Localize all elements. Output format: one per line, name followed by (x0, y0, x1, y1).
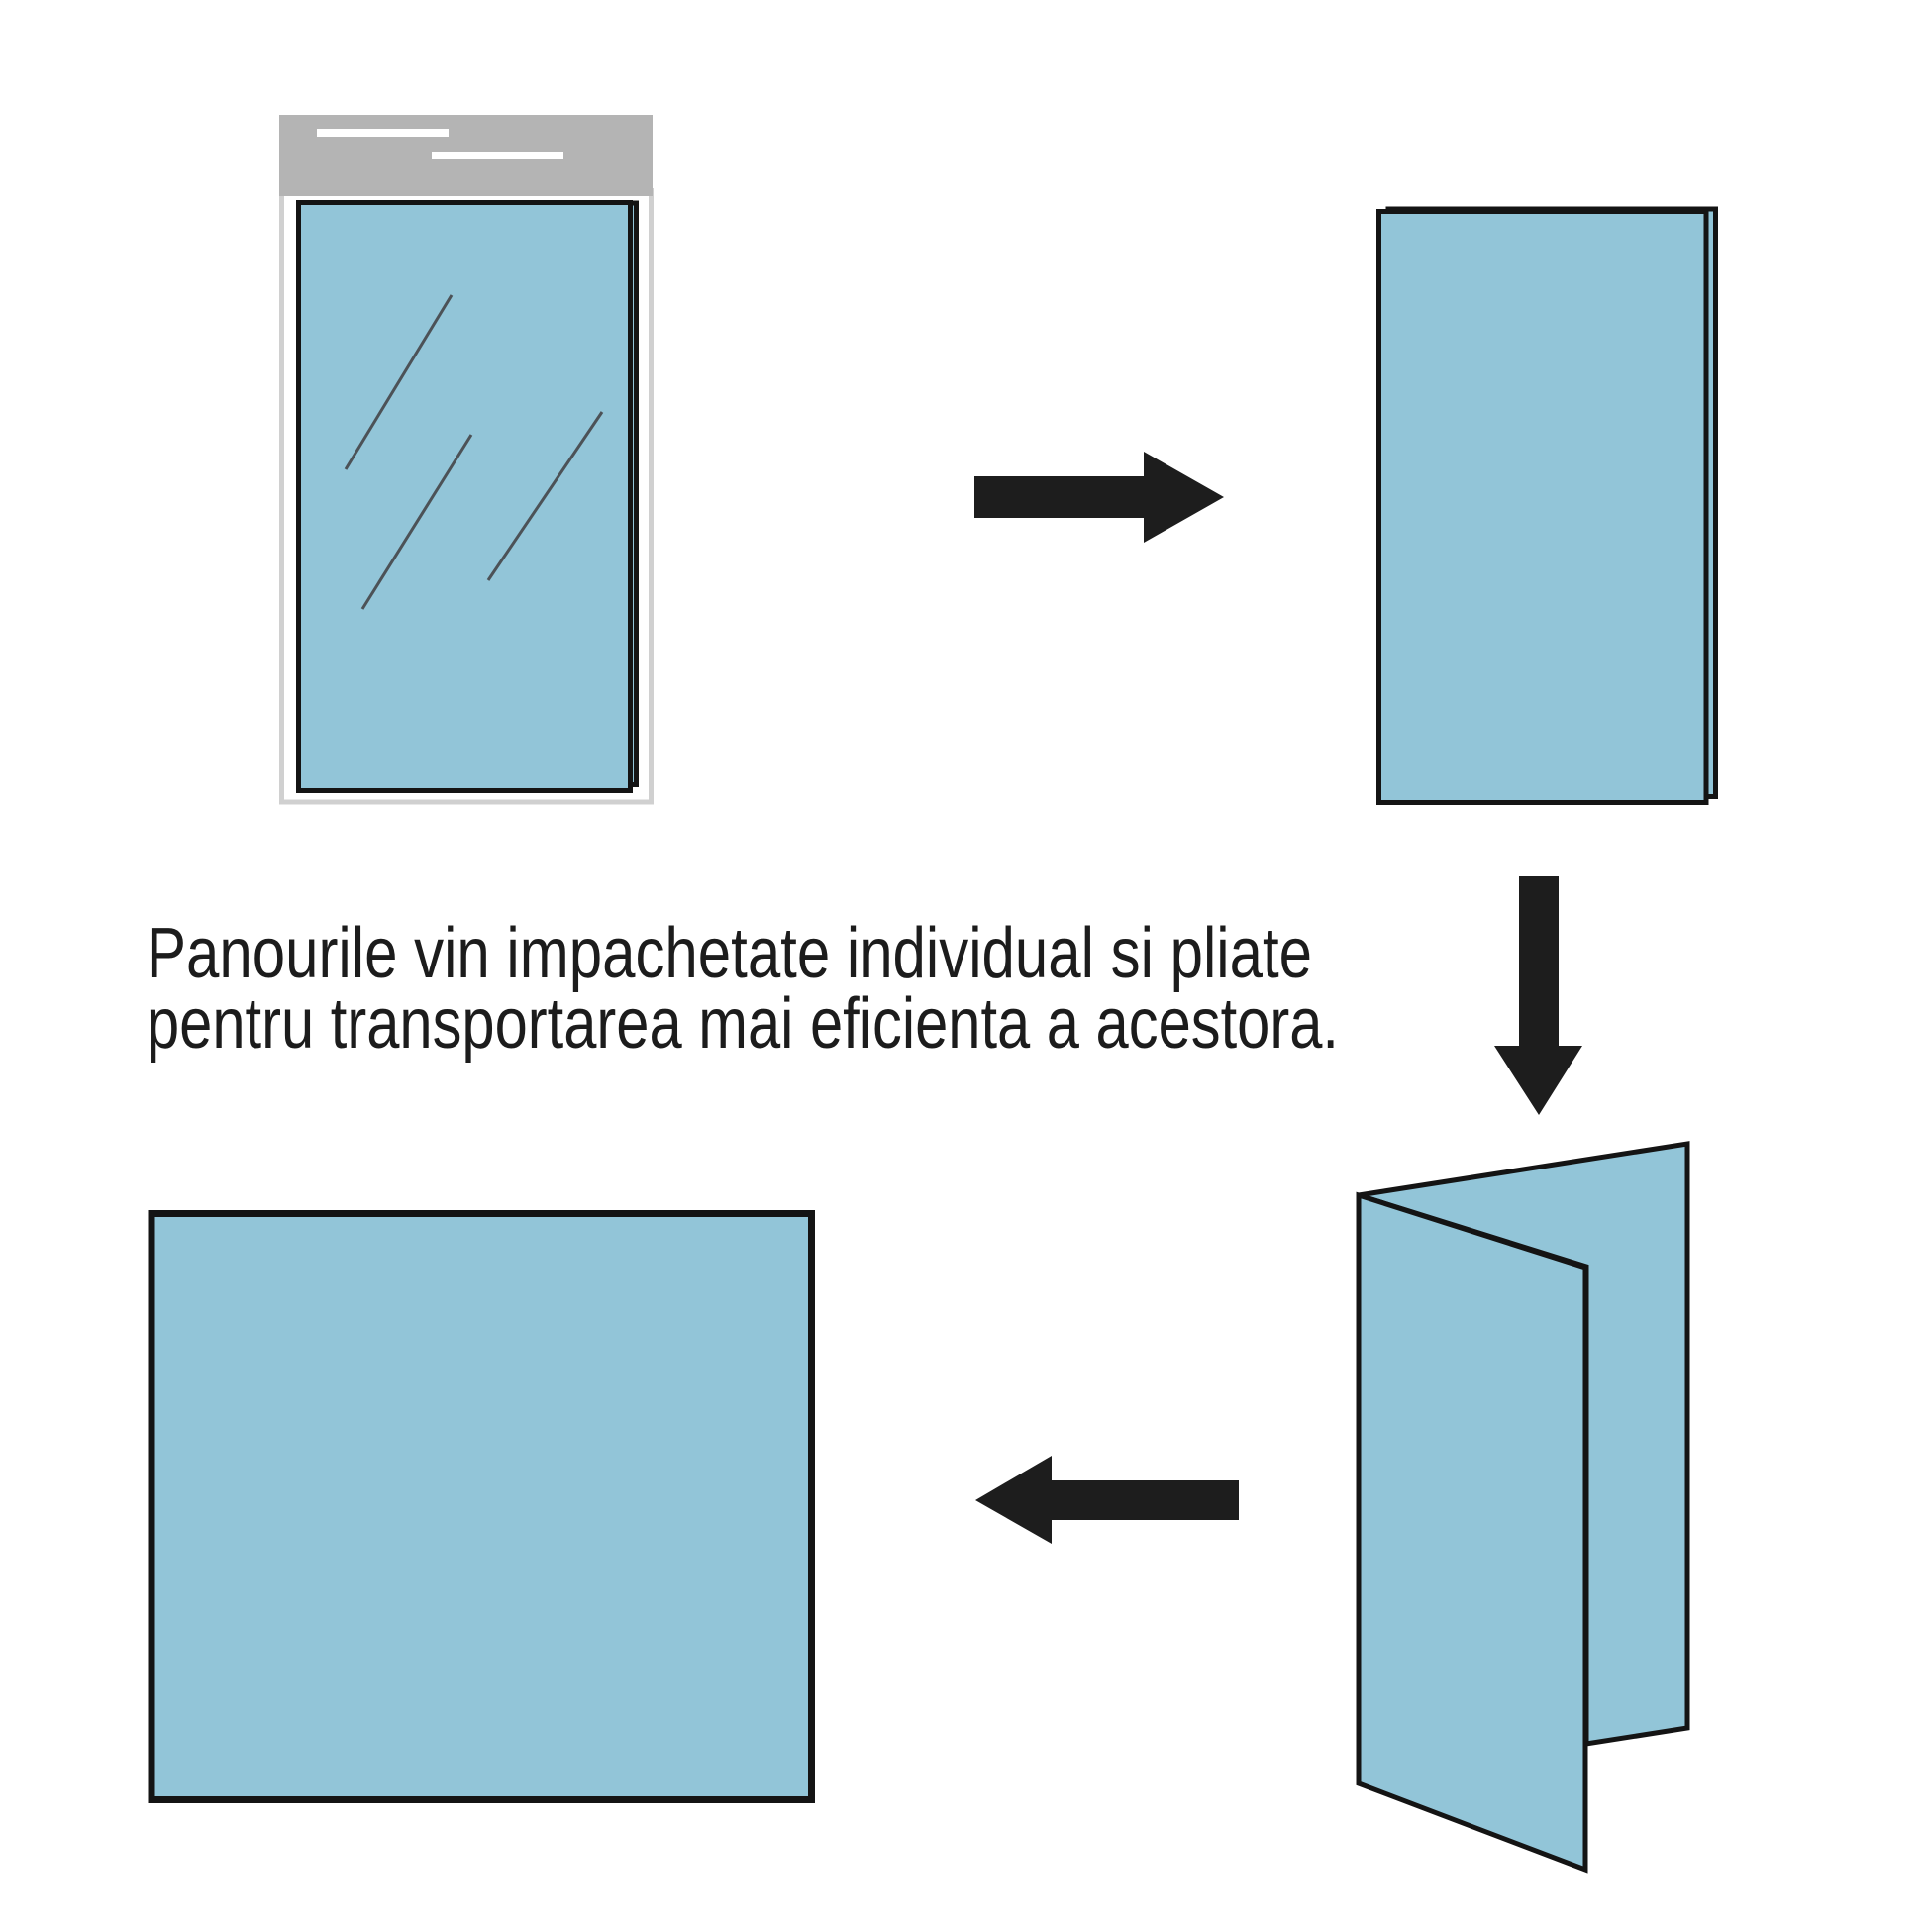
svg-text:Panourile vin impachetate indi: Panourile vin impachetate individual si … (147, 914, 1312, 993)
svg-text:pentru transportarea mai efici: pentru transportarea mai eficienta a ace… (147, 984, 1339, 1064)
